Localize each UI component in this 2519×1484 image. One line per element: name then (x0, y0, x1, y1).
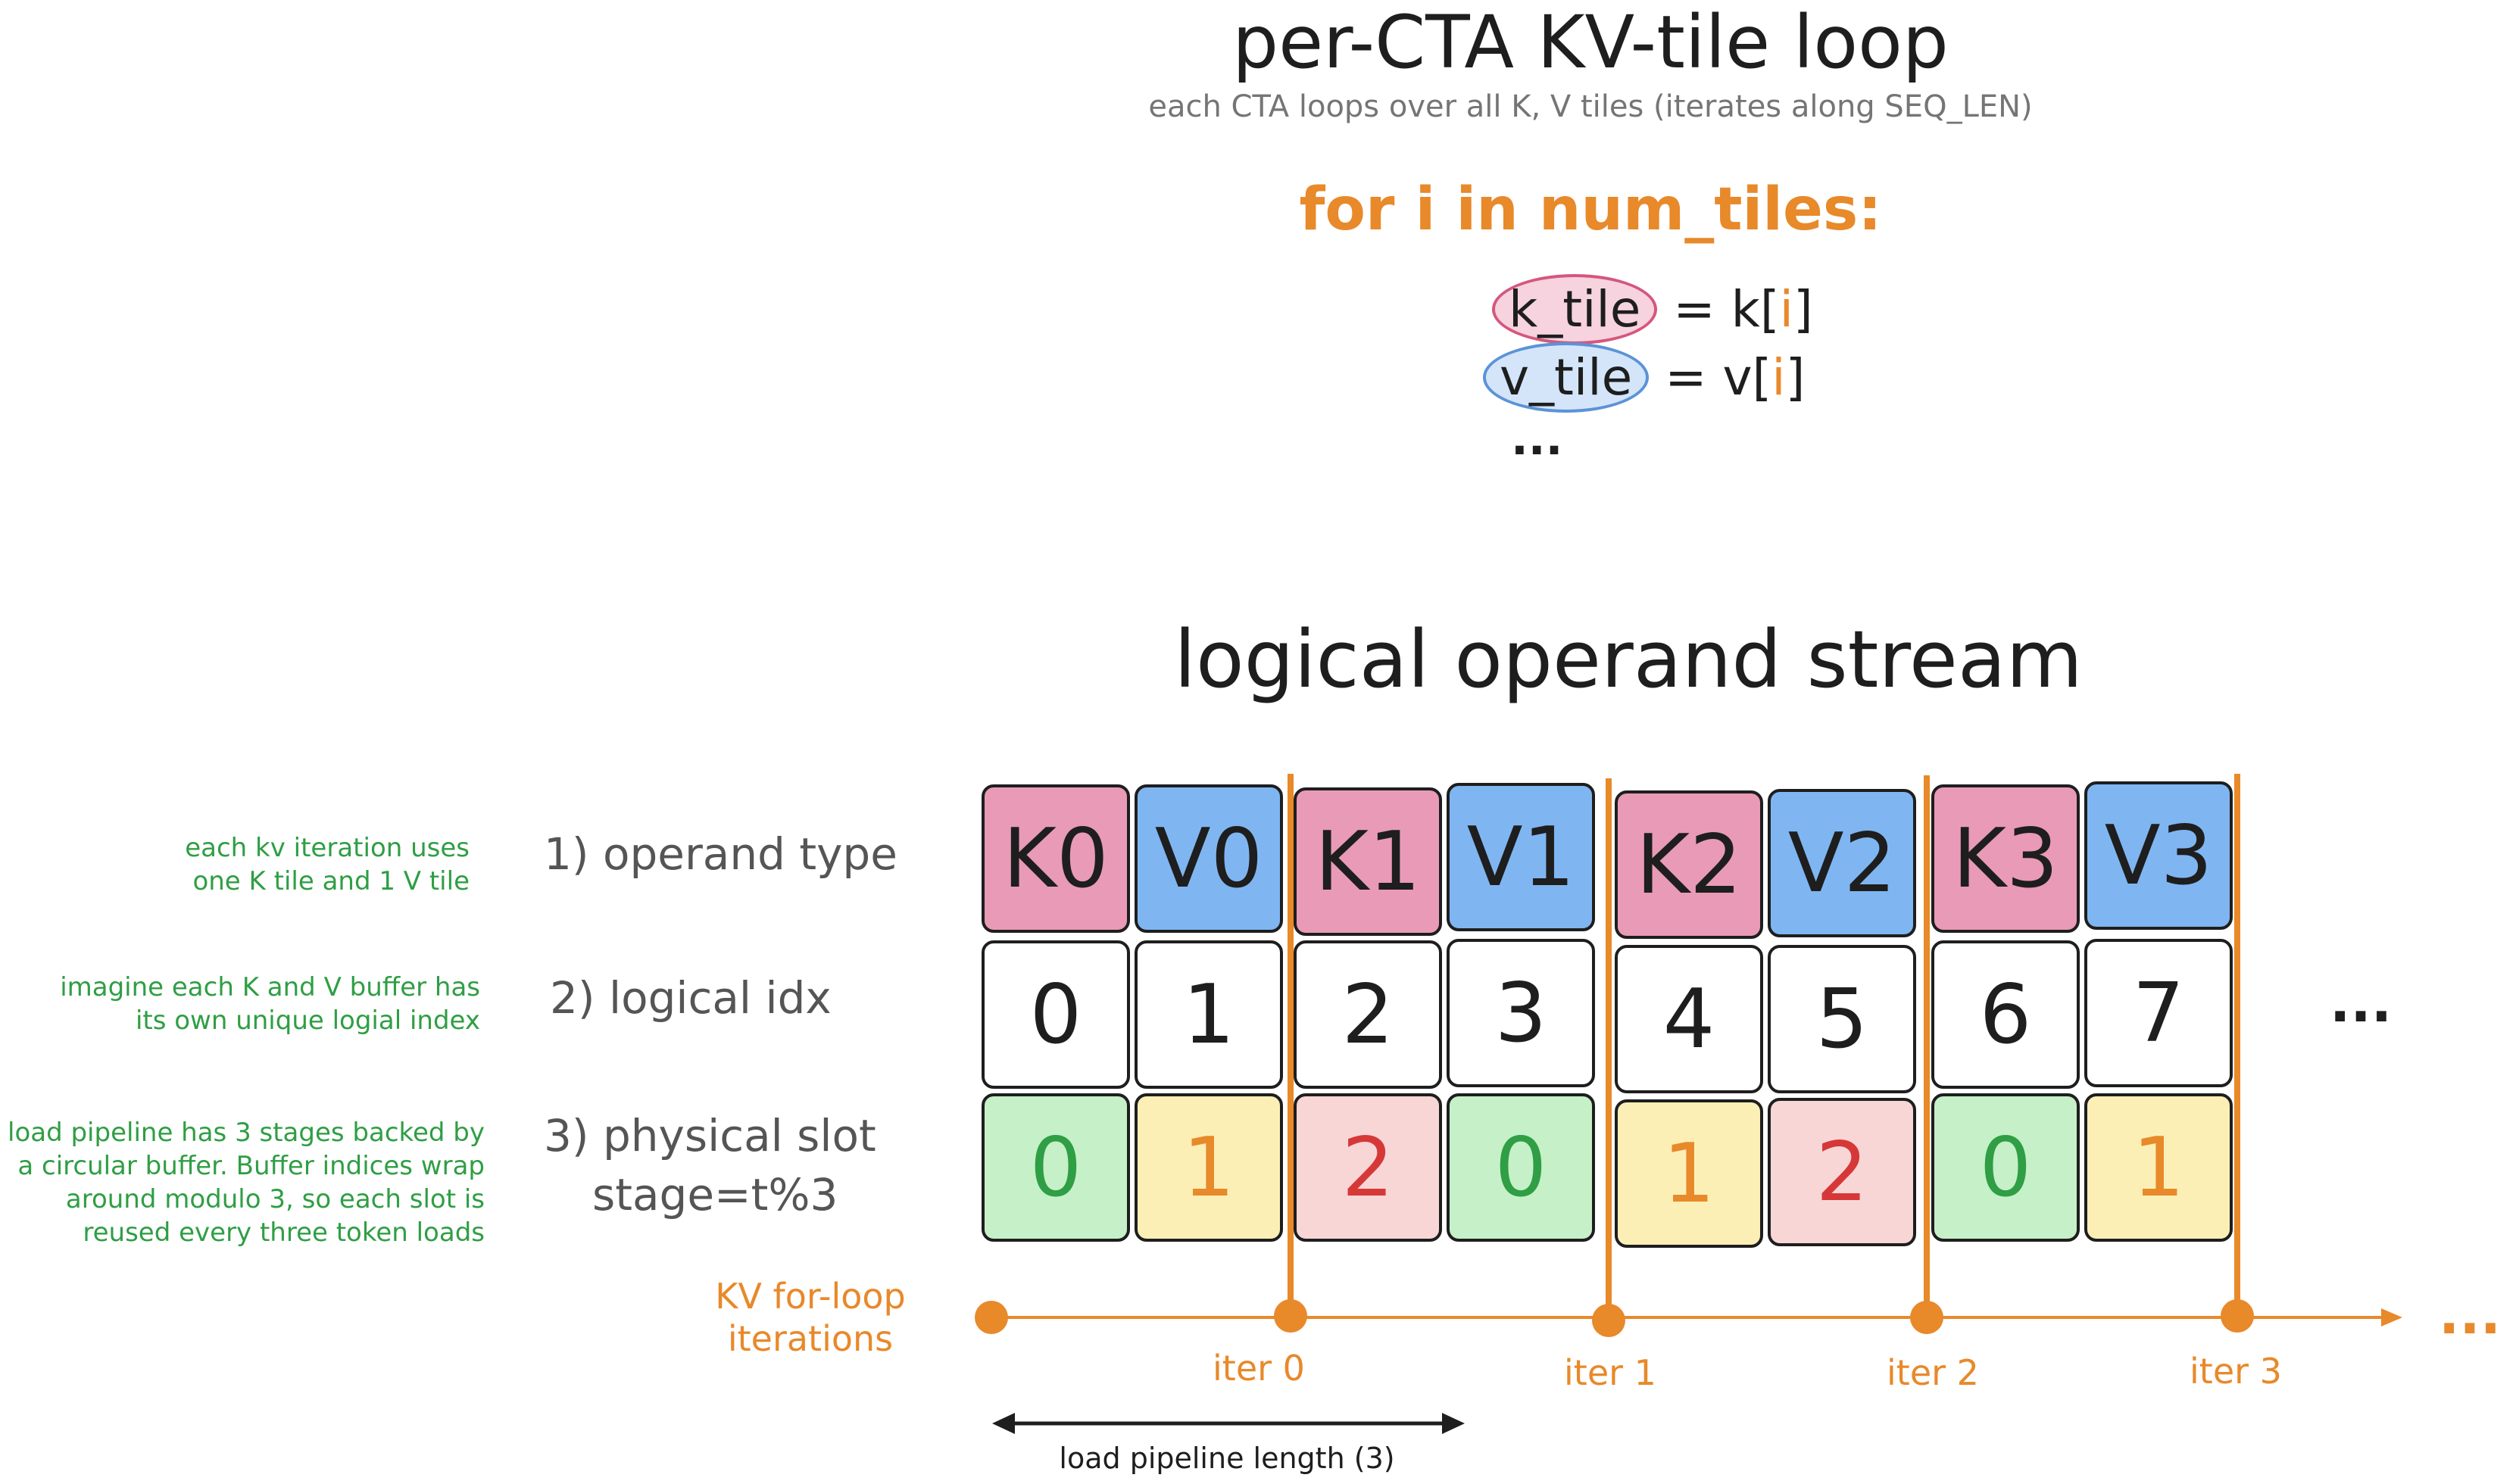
iter-boundary-line (2234, 774, 2240, 1317)
row-ellipsis: ... (2330, 971, 2393, 1034)
loop-title: per-CTA KV-tile loop (1232, 0, 1949, 85)
loop-subtitle: each CTA loops over all K, V tiles (iter… (1148, 89, 2033, 124)
operand-cell: K2 (1615, 790, 1763, 939)
v-tile-var: v_tile (1483, 342, 1650, 413)
note-line: load pipeline has 3 stages backed by (8, 1118, 485, 1148)
iter-0-label: iter 0 (1213, 1348, 1305, 1389)
v-index: i (1771, 348, 1786, 407)
timeline-start-dot (975, 1301, 1008, 1334)
timeline-label-line: iterations (727, 1318, 894, 1359)
row-label-stage-formula: stage=t%3 (592, 1169, 838, 1221)
loop-ellipsis: ... (1511, 413, 1563, 466)
v-close: ] (1785, 348, 1806, 407)
v-rhs: = v[ (1665, 348, 1772, 407)
physical-slot-cell: 0 (1447, 1093, 1595, 1242)
iter-boundary-line (1288, 774, 1294, 1317)
note-line: reused every three token loads (83, 1217, 485, 1248)
iter-3-label: iter 3 (2190, 1351, 2282, 1392)
operand-cell: K1 (1294, 787, 1442, 936)
physical-slot-cell: 1 (2084, 1093, 2233, 1242)
physical-slot-cell: 2 (1768, 1098, 1916, 1246)
physical-slot-cell: 0 (1931, 1093, 2080, 1242)
iter-boundary-line (1924, 775, 1930, 1319)
operand-cell: V3 (2084, 781, 2233, 930)
note-line: one K tile and 1 V tile (192, 866, 470, 896)
note-physical-slot: load pipeline has 3 stages backed by a c… (8, 1116, 485, 1249)
logical-idx-cell: 6 (1931, 940, 2080, 1089)
note-line: around modulo 3, so each slot is (65, 1184, 485, 1214)
operand-cell: K3 (1931, 784, 2080, 933)
iter-1-label: iter 1 (1564, 1352, 1656, 1393)
k-index: i (1779, 280, 1793, 338)
row-label-operand-type: 1) operand type (544, 828, 897, 880)
stream-title: logical operand stream (1174, 613, 2083, 706)
logical-idx-cell: 1 (1135, 940, 1283, 1089)
k-tile-assignment: k_tile = k[i] (1492, 274, 1813, 344)
row-label-physical-slot: 3) physical slot (544, 1110, 876, 1161)
v-tile-assignment: v_tile = v[i] (1483, 342, 1805, 413)
logical-idx-cell: 2 (1294, 940, 1442, 1089)
logical-idx-cell: 0 (982, 940, 1130, 1089)
physical-slot-cell: 0 (982, 1093, 1130, 1242)
physical-slot-cell: 1 (1615, 1099, 1763, 1248)
operand-cell: V2 (1768, 789, 1916, 937)
physical-slot-cell: 2 (1294, 1093, 1442, 1242)
operand-cell: K0 (982, 784, 1130, 933)
logical-idx-cell: 4 (1615, 945, 1763, 1093)
pipeline-length-label: load pipeline length (3) (1059, 1442, 1395, 1475)
k-rhs: = k[ (1673, 280, 1780, 338)
note-line: each kv iteration uses (185, 833, 470, 863)
pipeline-arrow-right-head (1442, 1413, 1465, 1434)
loop-header: for i in num_tiles: (1299, 176, 1882, 244)
iter-2-label: iter 2 (1887, 1352, 1979, 1393)
timeline-label-line: KV for-loop (715, 1276, 906, 1317)
timeline-label: KV for-loop iterations (666, 1275, 954, 1360)
operand-cell: V0 (1135, 784, 1283, 933)
logical-idx-cell: 7 (2084, 939, 2233, 1087)
timeline-arrowhead (2381, 1308, 2402, 1327)
note-operand-type: each kv iteration uses one K tile and 1 … (30, 831, 470, 898)
note-logical-idx: imagine each K and V buffer has its own … (30, 971, 480, 1037)
row-label-logical-idx: 2) logical idx (550, 972, 832, 1024)
logical-idx-cell: 3 (1447, 939, 1595, 1087)
k-close: ] (1793, 280, 1813, 338)
note-line: a circular buffer. Buffer indices wrap (17, 1151, 485, 1181)
physical-slot-cell: 1 (1135, 1093, 1283, 1242)
iter-1-dot (1592, 1304, 1625, 1337)
note-line: imagine each K and V buffer has (60, 972, 480, 1002)
operand-cell: V1 (1447, 783, 1595, 931)
logical-idx-cell: 5 (1768, 945, 1916, 1093)
iter-0-dot (1274, 1299, 1307, 1333)
iter-boundary-line (1606, 778, 1612, 1322)
iter-2-dot (1910, 1301, 1943, 1334)
pipeline-arrow-left-head (992, 1413, 1015, 1434)
note-line: its own unique logial index (135, 1005, 480, 1036)
iter-3-dot (2221, 1299, 2254, 1333)
timeline-ellipsis: ... (2439, 1283, 2502, 1346)
